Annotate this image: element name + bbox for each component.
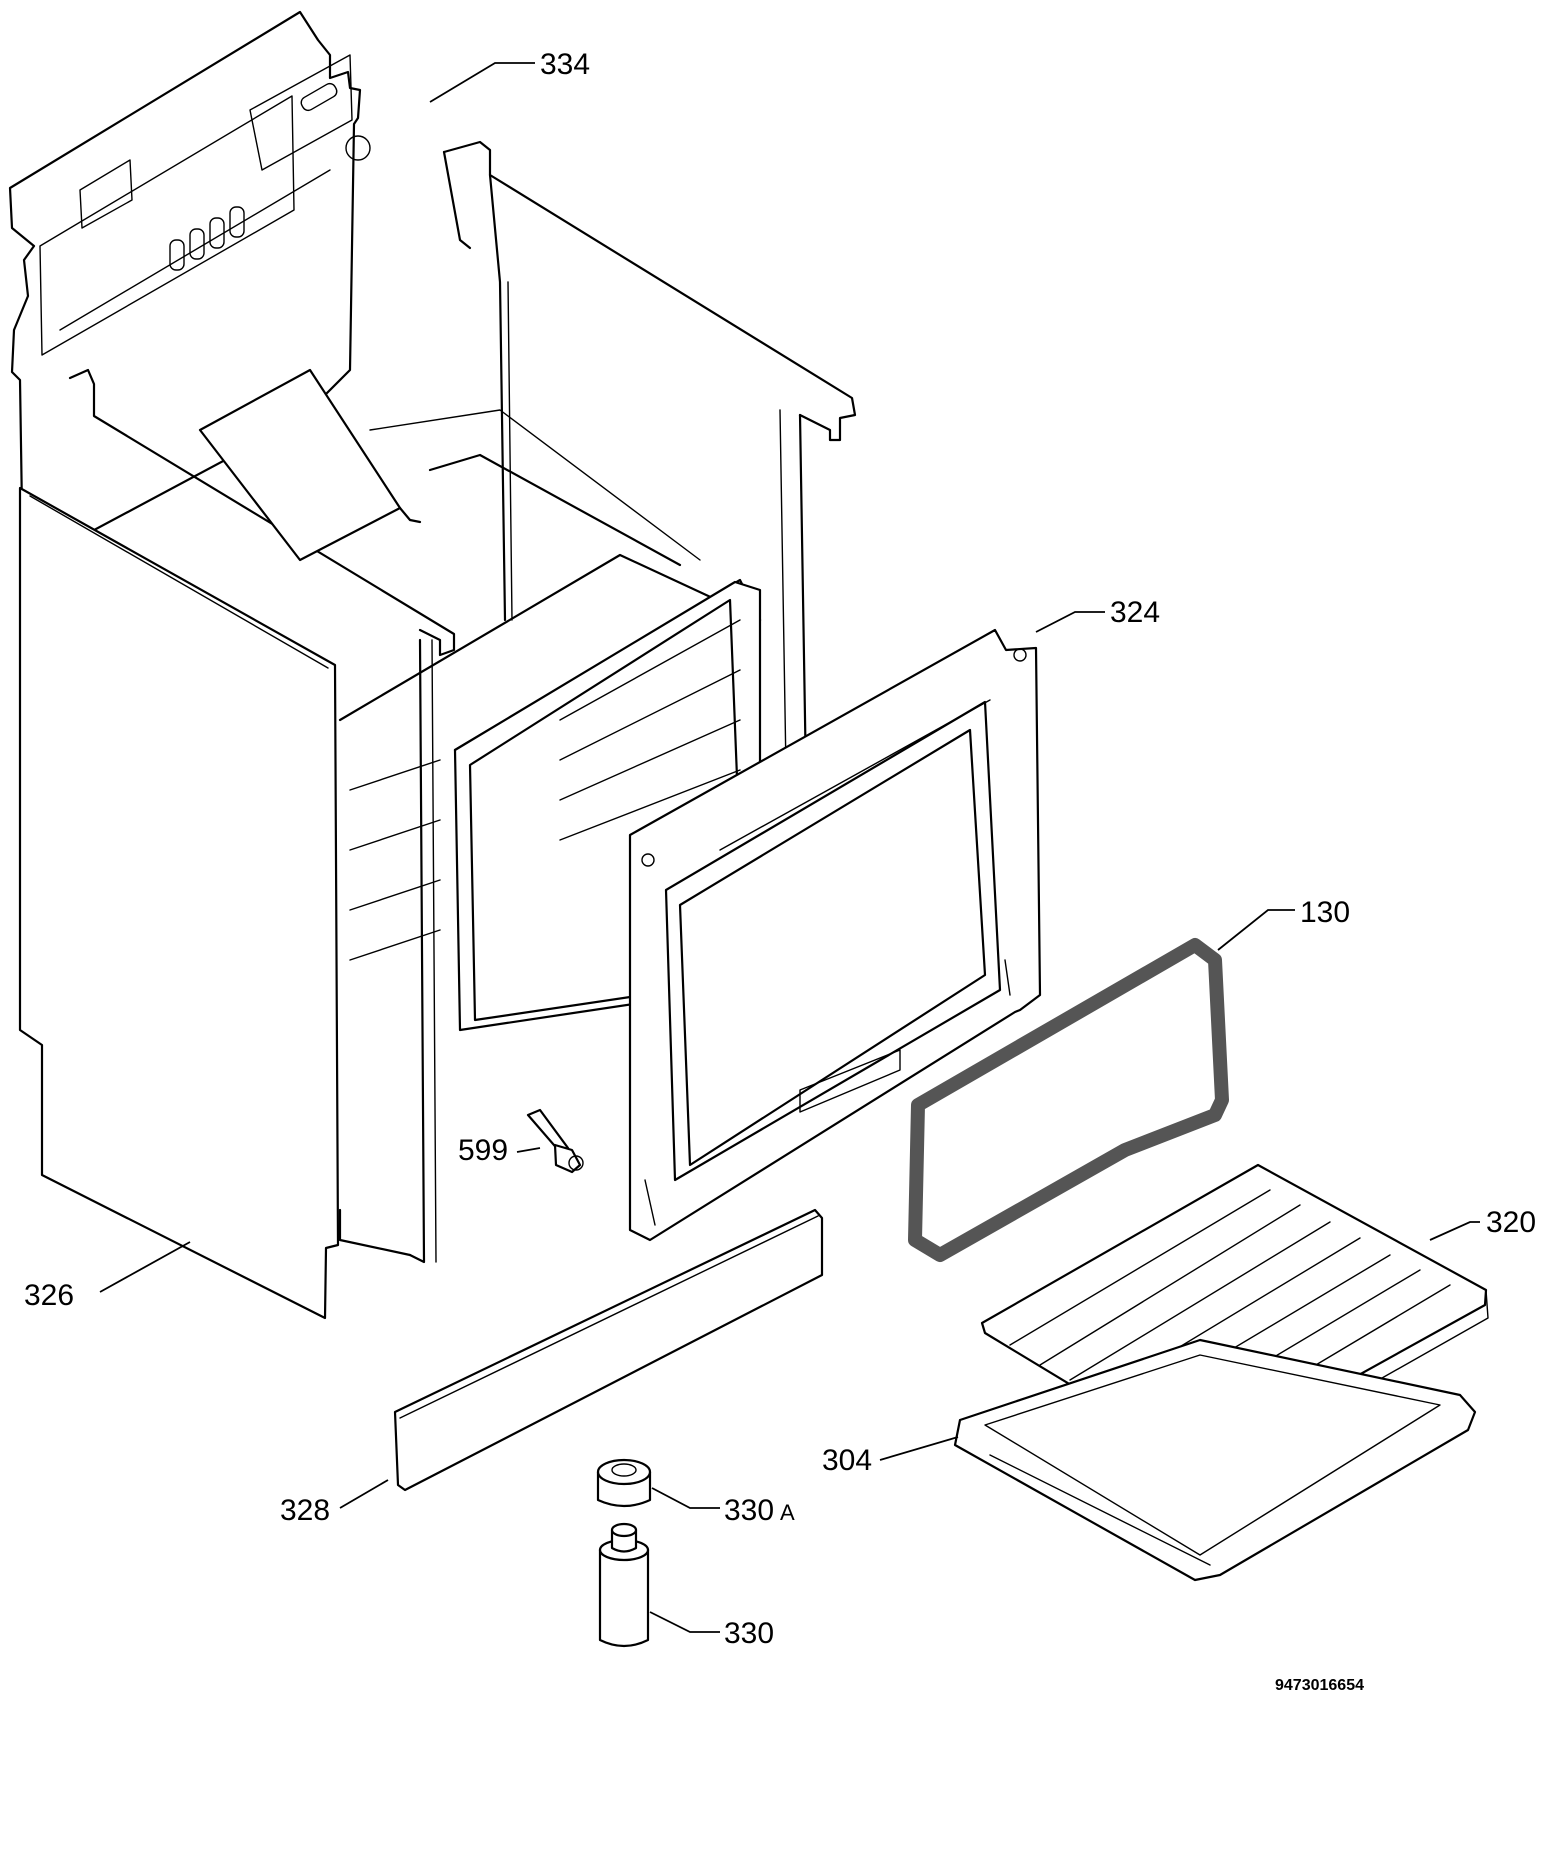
part-599-hinge-catch bbox=[526, 1108, 584, 1174]
label-320: 320 bbox=[1486, 1206, 1536, 1239]
label-334: 334 bbox=[540, 48, 590, 81]
label-326: 326 bbox=[24, 1279, 74, 1312]
part-130-door-gasket bbox=[908, 938, 1229, 1262]
part-326-side-panel bbox=[18, 486, 340, 1320]
cabinet-frame bbox=[68, 140, 857, 1264]
label-304: 304 bbox=[822, 1444, 872, 1477]
label-328: 328 bbox=[280, 1494, 330, 1527]
part-328-plinth-panel bbox=[393, 1208, 824, 1492]
label-324: 324 bbox=[1110, 596, 1160, 629]
part-330a-short-foot bbox=[596, 1458, 652, 1508]
part-330-long-foot bbox=[598, 1522, 650, 1648]
part-304-baking-tray bbox=[953, 1338, 1477, 1582]
label-130: 130 bbox=[1300, 896, 1350, 929]
label-330a-number: 330 bbox=[724, 1494, 774, 1527]
part-324-front-frame bbox=[628, 628, 1042, 1242]
label-330a-suffix: A bbox=[780, 1500, 795, 1525]
drawing-code: 9473016654 bbox=[1275, 1677, 1364, 1694]
label-599: 599 bbox=[458, 1134, 508, 1167]
label-330: 330 bbox=[724, 1617, 774, 1650]
leader-lines bbox=[99, 62, 1480, 1633]
